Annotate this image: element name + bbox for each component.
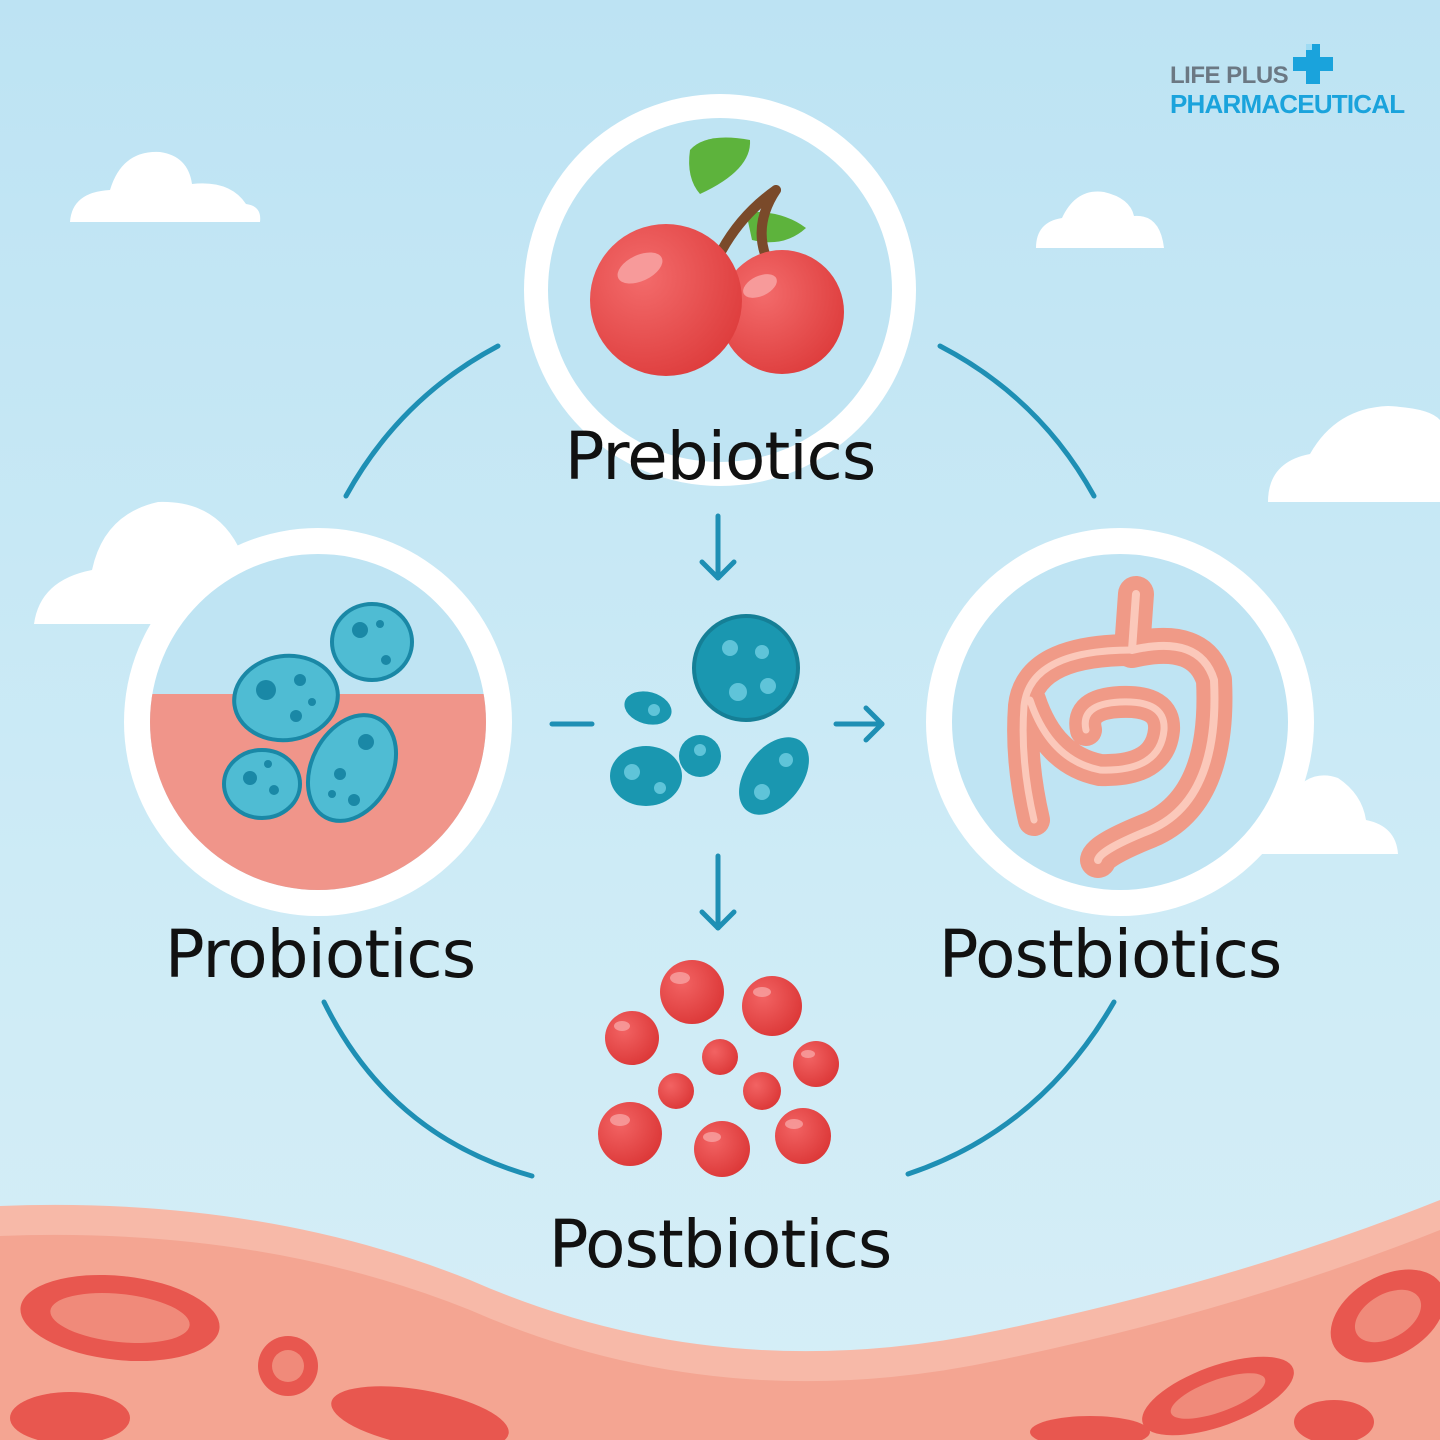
label-prebiotics: Prebiotics	[564, 418, 876, 495]
label-probiotics: Probiotics	[164, 916, 476, 993]
label-postbiotics-right: Postbiotics	[938, 916, 1283, 993]
microbes-icon	[610, 614, 809, 815]
arrow-right	[833, 705, 885, 743]
arc-bottom-right	[905, 999, 1117, 1177]
cloud-mid-right	[1268, 406, 1440, 502]
medical-cross-icon	[1293, 44, 1333, 84]
arc-top-left	[343, 343, 501, 499]
flow-arrows	[549, 513, 885, 931]
intestine-icon	[1007, 576, 1233, 878]
arrow-down-middle	[699, 853, 737, 931]
prebiotics-icon-circle	[524, 94, 916, 486]
cloud-top-left	[70, 151, 261, 222]
cycle-arcs	[321, 343, 1117, 1179]
postbiotics-icon-circle	[926, 528, 1314, 916]
cloud-top-right	[1036, 191, 1164, 248]
red-particles-icon	[598, 960, 839, 1177]
arc-bottom-left	[321, 999, 535, 1179]
cherries-icon	[590, 137, 844, 376]
arc-top-right	[937, 343, 1097, 499]
arrow-down-top	[699, 513, 737, 581]
logo-text-bottom: PHARMACEUTICAL	[1170, 89, 1405, 119]
logo-text-top: LIFE PLUS	[1170, 62, 1289, 89]
gut-lining	[0, 1200, 1440, 1440]
label-postbiotics-bottom: Postbiotics	[548, 1206, 893, 1283]
probiotics-icon-circle	[124, 528, 512, 916]
